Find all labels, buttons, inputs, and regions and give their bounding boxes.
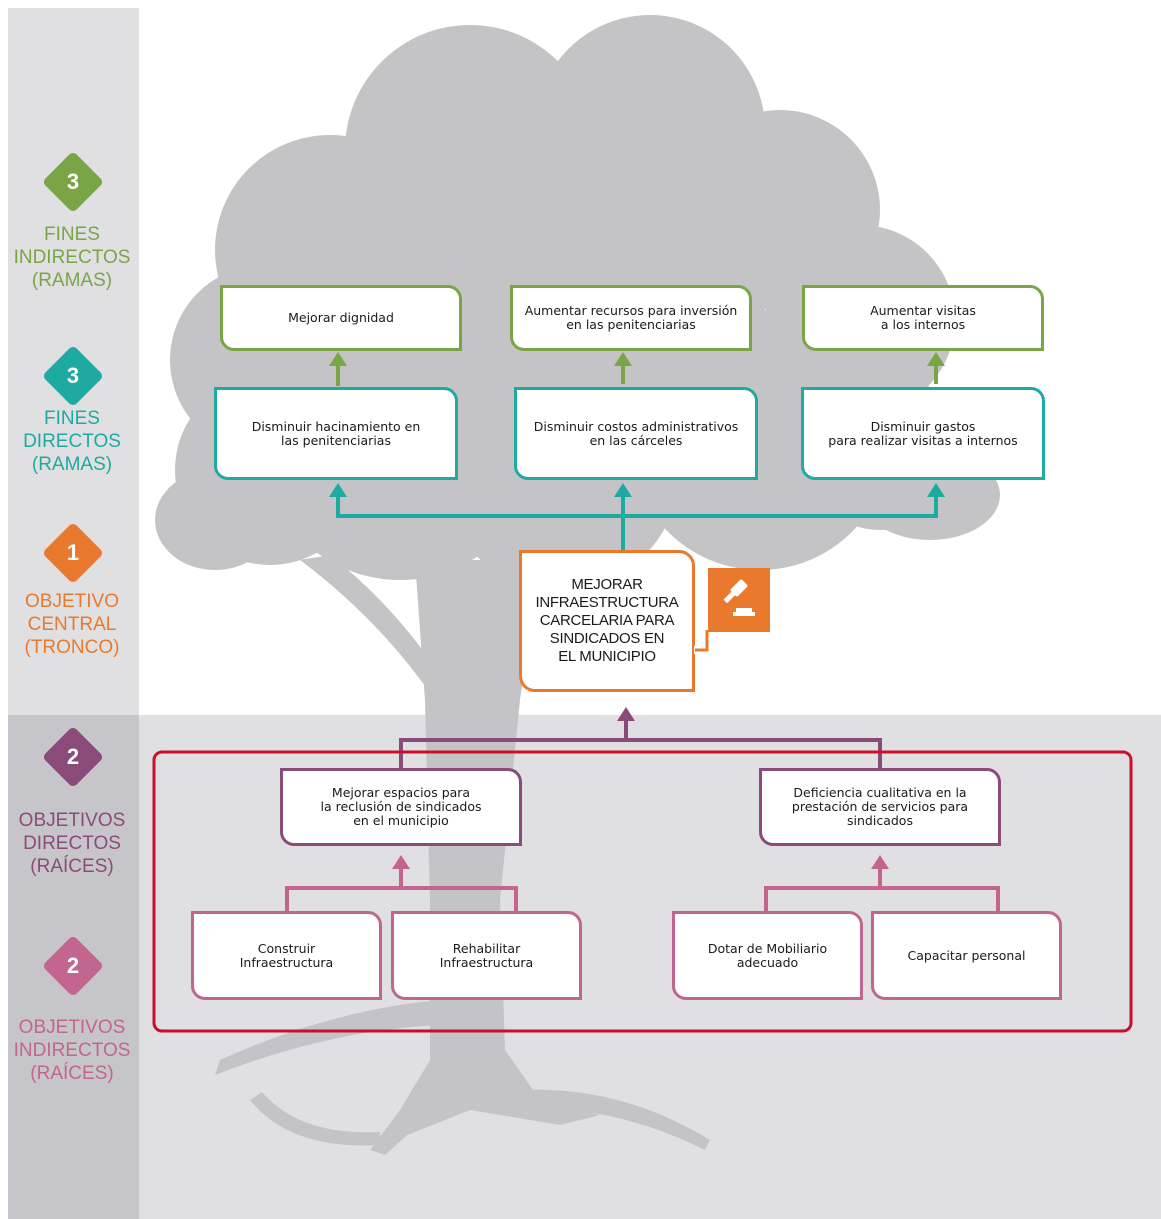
- objetivo-directo-box: Mejorar espacios para la reclusión de si…: [280, 768, 522, 846]
- legend-label-fines-directos: FINES DIRECTOS (RAMAS): [23, 408, 121, 475]
- level-number-objetivo-central: 1: [66, 540, 80, 565]
- legend-label-objetivos-directos: OBJETIVOS DIRECTOS (RAÍCES): [18, 810, 126, 877]
- fin-directo-box: Disminuir gastos para realizar visitas a…: [801, 387, 1045, 480]
- level-number-objetivos-indirectos: 2: [66, 953, 80, 978]
- legend-label-fines-indirectos: FINES INDIRECTOS (RAMAS): [13, 224, 131, 291]
- gavel-icon: [723, 579, 755, 616]
- fin-indirecto-box: Aumentar recursos para inversión en las …: [510, 285, 752, 351]
- objetivo-directo-box: Deficiencia cualitativa en la prestación…: [759, 768, 1001, 846]
- pink-connectors: [285, 855, 1000, 911]
- level-number-fines-directos: 3: [66, 363, 80, 388]
- fin-directo-box: Disminuir costos administrativos en las …: [514, 387, 758, 480]
- teal-connectors: [329, 483, 945, 550]
- objetivo-indirecto-box: Rehabilitar Infraestructura: [391, 911, 582, 1000]
- level-number-objetivos-directos: 2: [66, 744, 80, 769]
- legend-label-objetivos-indirectos: OBJETIVOS INDIRECTOS (RAÍCES): [13, 1017, 131, 1084]
- objetivo-central-box: MEJORAR INFRAESTRUCTURA CARCELARIA PARA …: [519, 550, 695, 692]
- fin-indirecto-box: Mejorar dignidad: [220, 285, 462, 351]
- legend-label-objetivo-central: OBJETIVO CENTRAL (TRONCO): [24, 591, 120, 658]
- objetivo-indirecto-box: Capacitar personal: [871, 911, 1062, 1000]
- objetivo-indirecto-box: Dotar de Mobiliario adecuado: [672, 911, 863, 1000]
- objetivo-indirecto-box: Construir Infraestructura: [191, 911, 382, 1000]
- roots-frame: [152, 750, 1133, 1033]
- fin-directo-box: Disminuir hacinamiento en las penitencia…: [214, 387, 458, 480]
- purple-connectors: [399, 707, 882, 768]
- green-connectors: [329, 352, 945, 386]
- level-number-fines-indirectos: 3: [66, 169, 80, 194]
- fin-indirecto-box: Aumentar visitas a los internos: [802, 285, 1044, 351]
